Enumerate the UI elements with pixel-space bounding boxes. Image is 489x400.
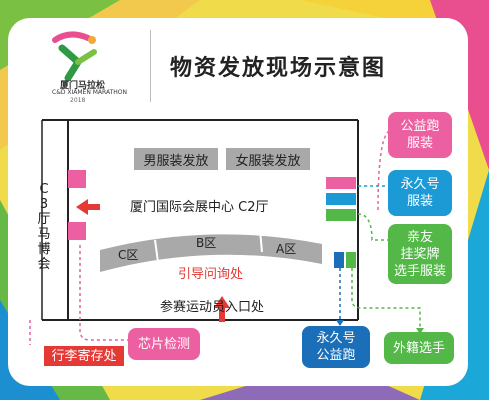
up-arrow-icon bbox=[214, 296, 230, 322]
logo-year: 2018 bbox=[70, 97, 86, 104]
marker-dark-blue bbox=[334, 252, 344, 268]
permanent-charity-box: 永久号 公益跑 bbox=[302, 326, 370, 368]
zone-c: C区 bbox=[118, 248, 139, 262]
marker-green-small bbox=[346, 252, 356, 268]
left-arrow-icon bbox=[76, 199, 100, 215]
logo-name-en: C&D XIAMEN MARATHON bbox=[52, 89, 127, 96]
info-desk-label: 引导问询处 bbox=[178, 267, 244, 282]
zone-b: B区 bbox=[196, 236, 217, 250]
page-title: 物资发放现场示意图 bbox=[170, 56, 387, 81]
female-distribution-tag: 女服装发放 bbox=[226, 148, 310, 170]
logo-divider bbox=[150, 30, 151, 102]
entry-marker-lower bbox=[68, 222, 86, 240]
logo-name-cn: 厦门马拉松 bbox=[60, 81, 106, 91]
permanent-clothing-box: 永久号 服装 bbox=[388, 170, 452, 216]
marker-blue bbox=[326, 193, 356, 205]
marker-green bbox=[326, 209, 356, 221]
entry-marker-upper bbox=[68, 170, 86, 188]
zone-a: A区 bbox=[276, 242, 297, 256]
entrance-label: 参赛运动员入口处 bbox=[160, 300, 265, 315]
luggage-box: 行李寄存处 bbox=[44, 346, 124, 366]
marker-pink bbox=[326, 177, 356, 189]
hall-label: 厦门国际会展中心 C2厅 bbox=[130, 200, 269, 215]
family-clothing-box: 亲友 挂奖牌 选手服装 bbox=[388, 224, 452, 284]
charity-clothing-box: 公益跑 服装 bbox=[388, 112, 452, 158]
chip-check-box: 芯片检测 bbox=[128, 328, 200, 360]
male-distribution-tag: 男服装发放 bbox=[134, 148, 218, 170]
foreign-runners-box: 外籍选手 bbox=[384, 332, 454, 364]
side-hall-label: C 3 厅 马 博 会 bbox=[37, 182, 51, 272]
